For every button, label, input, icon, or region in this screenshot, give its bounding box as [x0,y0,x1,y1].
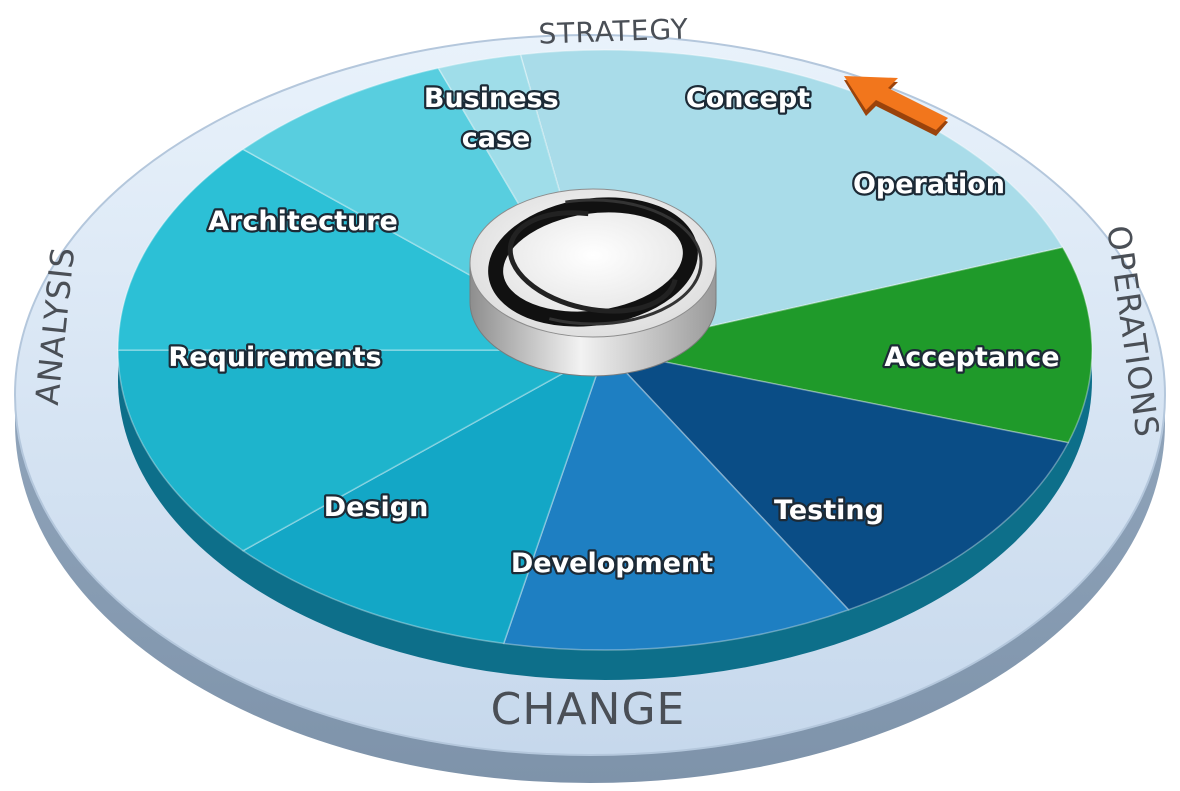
segment-design [117,349,608,552]
segment-label-requirements: Requirements [168,342,381,373]
segment-label-design: Design [324,492,429,523]
ring-label-strategy: STRATEGY [538,12,689,50]
segment-label-development: Development [511,548,713,579]
segment-acceptance [602,348,1070,611]
hub [469,188,717,377]
cycle-arrow-icon [844,76,948,136]
segment-label-business-case: Business case [424,83,568,154]
segment-label-concept: Concept [686,83,810,114]
segment-label-testing: Testing [774,495,884,526]
segment-testing [502,348,850,651]
segment-label-business-case-line1: Business [424,83,559,114]
segment-label-operation: Operation [853,169,1005,200]
ring-label-change: CHANGE [491,684,686,735]
segment-label-acceptance: Acceptance [884,342,1059,373]
segment-label-business-case-line2: case [462,123,531,154]
segment-label-architecture: Architecture [208,206,398,237]
segment-operation [604,246,1093,444]
cycle-arrow [844,76,948,130]
enso-circle-icon [483,197,703,327]
segment-development [241,348,607,645]
